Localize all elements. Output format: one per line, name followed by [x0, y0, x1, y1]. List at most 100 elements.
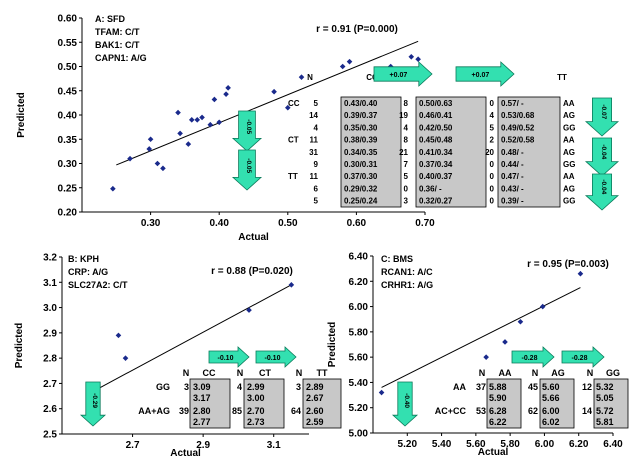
panel0-table-value: 0.25/0.24	[344, 197, 378, 206]
panel1-arrow-side	[79, 381, 107, 427]
panel0-row-label-right: GG	[563, 197, 575, 206]
panel1-table-header: CT	[259, 368, 271, 378]
panel1-row-label: AA+AG	[138, 406, 170, 416]
panel0-table-n: 20	[485, 148, 494, 157]
panel0-data-point	[110, 185, 116, 192]
panel0-table-value: 0.42/0.50	[419, 123, 453, 132]
panel1-data-point	[122, 355, 129, 361]
panel1-data-point	[115, 332, 122, 339]
panel2-table-n: 14	[582, 406, 592, 416]
panel0-table-value: 0.29/0.32	[344, 184, 378, 193]
panel2-arrow-top	[561, 346, 605, 368]
panel0-y-tick-label: 0.60	[58, 14, 78, 25]
panel0-arrow-top	[373, 61, 433, 87]
panel1-y-tick-label: 2.7	[43, 379, 57, 390]
panel0-data-point	[177, 130, 183, 137]
panel2-box	[539, 378, 575, 429]
panel0-y-tick-label: 0.35	[58, 135, 78, 146]
panel2-y-tick-label: 5.00	[349, 429, 369, 440]
panel2-table-value: 5.88	[489, 382, 507, 392]
panel1-arrow-side-label: -0.29	[91, 393, 98, 408]
panel0-x-tick-label: 0.70	[415, 218, 435, 229]
panel0-data-point	[185, 141, 192, 147]
panel0-table-value: 0.43/0.40	[344, 99, 378, 108]
panel2-data-point	[577, 270, 584, 277]
panel0-table-header: CC	[366, 73, 378, 82]
panel0-table-n: 0	[490, 99, 495, 108]
panel0-arrow-right	[584, 137, 620, 177]
panel0-table-value: 0.44/ -	[501, 160, 524, 169]
panel1-y-tick-label: 3.0	[43, 303, 57, 314]
panel2-data-point	[539, 303, 546, 310]
panel0-table-n: 5	[404, 172, 409, 181]
panel2-box	[486, 378, 522, 429]
panel1-table-n: 3	[296, 382, 301, 392]
panel1-table-header: TT	[317, 368, 328, 378]
panel0-data-point	[188, 117, 195, 123]
panel2-table-value: 5.32	[596, 382, 614, 392]
panel0-y-tick-label: 0.45	[58, 86, 78, 97]
panel2-box	[593, 378, 629, 429]
panel0-row-label-right: GG	[563, 123, 575, 132]
panel2-arrow-top	[511, 346, 555, 368]
panel2-gene-label: RCAN1: A/C	[381, 267, 433, 277]
panel0-stat: r = 0.91 (P=0.000)	[316, 24, 398, 35]
panel2-row-label: AA	[453, 382, 466, 392]
panel0-data-point	[408, 54, 415, 60]
panel0-data-point	[223, 91, 229, 97]
panel2-gene-label: CRHR1: A/G	[381, 280, 433, 290]
panel0-x-tick-label: 0.50	[278, 218, 298, 229]
panel0-table-n: 0	[404, 184, 409, 193]
panel1-x-tick-label: 2.7	[126, 440, 140, 451]
panel1-arrow-top-label: -0.10	[265, 355, 281, 362]
panel0-y-tick-label: 0.30	[58, 159, 78, 170]
panel1-data-point	[288, 282, 295, 288]
panel0-data-point	[285, 104, 291, 111]
panel2-y-tick-label: 6.00	[349, 302, 369, 313]
panel0-ct-box	[415, 96, 487, 208]
panel2-table-value: 5.05	[596, 393, 614, 403]
panel0-row-label-right: AG	[563, 148, 575, 157]
panel0-data-point	[199, 114, 205, 121]
panel1-x-tick-label: 2.9	[196, 440, 210, 451]
panel0-tt-box	[497, 96, 561, 208]
panel0-row-label-right: AA	[563, 172, 575, 181]
panel2-arrow-top-label: -0.28	[522, 355, 538, 362]
panel1-title: B: KPH	[68, 254, 99, 264]
panel0-row-label-right: AG	[563, 184, 575, 193]
panel0-table-n: 0	[490, 172, 495, 181]
panel0-y-tick-label: 0.40	[58, 111, 78, 122]
panel0-gene-label: BAK1: C/T	[95, 40, 140, 50]
panel0-table-n: 7	[404, 160, 409, 169]
panel2-y-tick-label: 5.20	[349, 403, 369, 414]
panel2-x-tick-label: 5.40	[432, 439, 452, 450]
panel1-table-value: 2.70	[247, 406, 265, 416]
panel0-table-value: 0.45/0.48	[419, 136, 453, 145]
panel1-table-header: N	[296, 368, 303, 378]
panel1-fit-line	[93, 284, 292, 392]
panel0-data-point	[207, 121, 214, 128]
panel2-table-value: 6.00	[542, 406, 560, 416]
panel0-row-label: CT	[288, 136, 299, 145]
panel1-y-tick-label: 2.9	[43, 328, 57, 339]
panel2-table-value: 5.90	[489, 393, 507, 403]
panel2-title: C: BMS	[381, 254, 413, 264]
panel2-table-header: AG	[551, 368, 565, 378]
panel2-y-axis-label: Predicted	[327, 322, 338, 368]
panel1-row-label: GG	[156, 382, 170, 392]
panel0-x-axis-label: Actual	[238, 232, 269, 243]
panel2-y-tick-label: 5.60	[349, 353, 369, 364]
panel0-table-value: 0.50/0.63	[419, 99, 453, 108]
panel0-table-value: 0.53/0.68	[501, 111, 535, 120]
panel0-arrow-side	[231, 110, 263, 152]
panel1-table-value: 3.09	[193, 382, 211, 392]
panel0-data-point	[147, 136, 154, 143]
panel0-table-value: 0.37/0.34	[419, 160, 453, 169]
panel0-table-n: 31	[309, 148, 318, 157]
panel2-y-tick-label: 5.40	[349, 378, 369, 389]
panel0-table-n: 9	[314, 160, 319, 169]
panel1-arrow-top	[255, 346, 297, 368]
panel0-x-tick-label: 0.40	[209, 218, 229, 229]
panel0-table-n: 0	[490, 160, 495, 169]
